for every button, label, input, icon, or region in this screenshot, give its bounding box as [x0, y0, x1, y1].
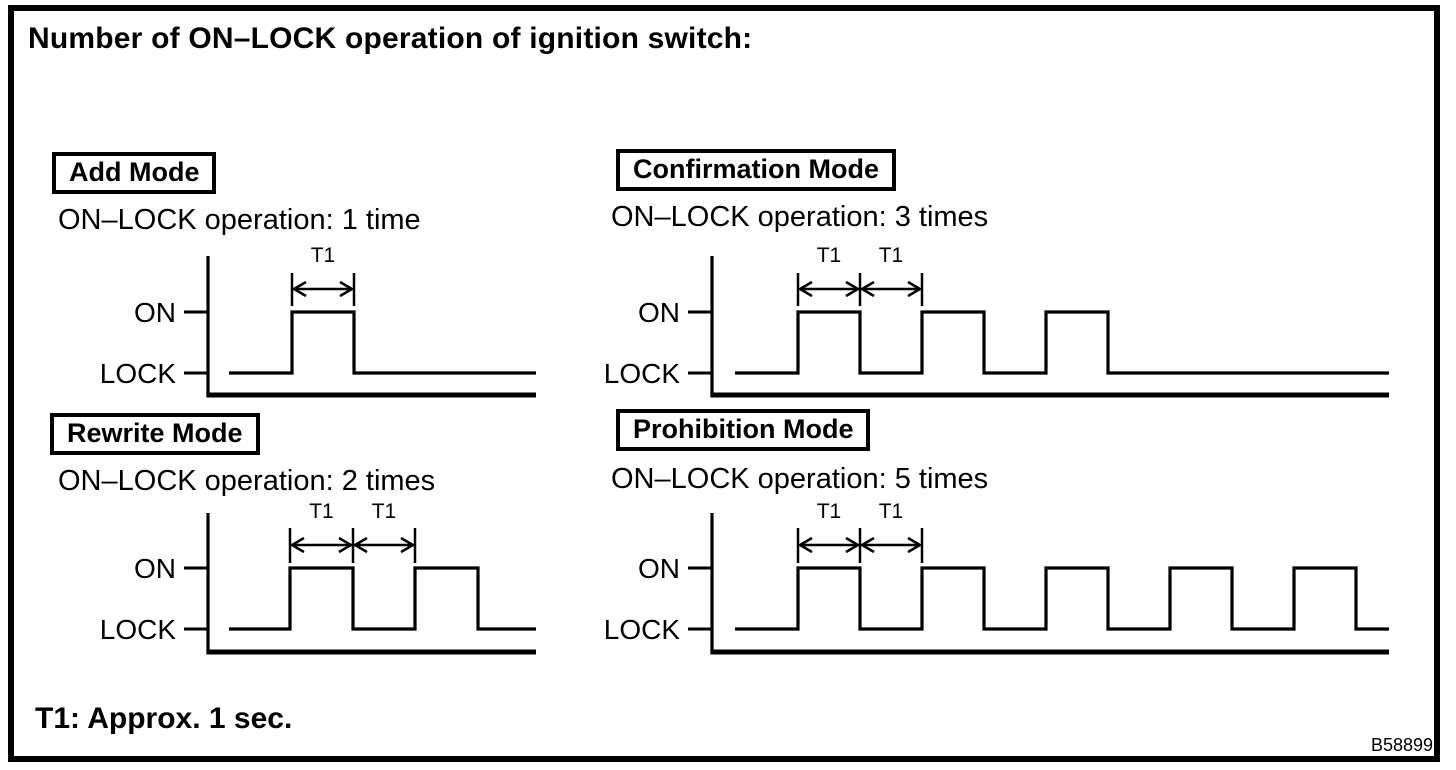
- rewrite-waveform: [229, 566, 536, 631]
- operation-text-rewrite: ON–LOCK operation: 2 times: [58, 465, 436, 497]
- confirmation-t1-arrowhead-right: [845, 280, 861, 298]
- confirmation-t1-label: T1: [817, 244, 842, 267]
- prohibition-t1-arrowhead-left: [797, 536, 813, 554]
- add-on-label: ON: [134, 297, 176, 328]
- mode-label-prohibition: Prohibition Mode: [633, 414, 854, 444]
- mode-box-add: Add Mode: [52, 152, 217, 194]
- mode-box-confirmation: Confirmation Mode: [616, 149, 896, 191]
- t1-duration-note: T1: Approx. 1 sec.: [35, 702, 293, 735]
- figure-title: Number of ON–LOCK operation of ignition …: [28, 22, 753, 55]
- rewrite-t1-arrowhead-right: [338, 536, 354, 554]
- figure-code: B58899: [1370, 735, 1433, 755]
- mode-label-add: Add Mode: [69, 157, 200, 187]
- prohibition-t1-arrowhead-right: [845, 536, 861, 554]
- operation-text-add: ON–LOCK operation: 1 time: [58, 204, 421, 236]
- rewrite-t1-arrowhead-right: [400, 536, 416, 554]
- figure-frame: [8, 5, 1440, 762]
- rewrite-t1-arrowhead-left: [352, 536, 368, 554]
- confirmation-lock-label: LOCK: [604, 358, 681, 389]
- mode-box-prohibition: Prohibition Mode: [616, 409, 871, 451]
- rewrite-timing-diagram: ON LOCK T1 T1: [100, 500, 536, 655]
- confirmation-timing-diagram: ON LOCK T1 T1: [604, 244, 1389, 398]
- add-lock-label: LOCK: [100, 358, 177, 389]
- rewrite-t1-arrowhead-left: [289, 536, 305, 554]
- mode-label-rewrite: Rewrite Mode: [67, 418, 243, 448]
- prohibition-t1-arrowhead-left: [859, 536, 875, 554]
- mode-box-rewrite: Rewrite Mode: [50, 413, 260, 455]
- confirmation-t1-arrowhead-right: [907, 280, 923, 298]
- operation-text-prohibition: ON–LOCK operation: 5 times: [611, 463, 989, 495]
- prohibition-on-label: ON: [638, 553, 680, 584]
- add-t1-label: T1: [311, 244, 336, 267]
- confirmation-t1-arrowhead-left: [797, 280, 813, 298]
- prohibition-timing-diagram: ON LOCK T1 T1: [604, 500, 1389, 655]
- prohibition-t1-arrowhead-right: [907, 536, 923, 554]
- prohibition-waveform: [735, 566, 1389, 631]
- confirmation-waveform: [735, 310, 1389, 375]
- operation-text-confirmation: ON–LOCK operation: 3 times: [611, 201, 989, 233]
- prohibition-lock-label: LOCK: [604, 614, 681, 645]
- rewrite-lock-label: LOCK: [100, 614, 177, 645]
- confirmation-t1-arrowhead-left: [859, 280, 875, 298]
- confirmation-on-label: ON: [638, 297, 680, 328]
- add-t1-arrowhead-right: [339, 280, 355, 298]
- rewrite-t1-label: T1: [372, 500, 397, 523]
- confirmation-t1-label: T1: [879, 244, 904, 267]
- prohibition-t1-label: T1: [879, 500, 904, 523]
- add-timing-diagram: ON LOCK T1: [100, 244, 536, 398]
- mode-label-confirmation: Confirmation Mode: [633, 154, 879, 184]
- prohibition-t1-label: T1: [817, 500, 842, 523]
- rewrite-on-label: ON: [134, 553, 176, 584]
- add-waveform: [229, 310, 536, 375]
- rewrite-t1-label: T1: [309, 500, 334, 523]
- add-t1-arrowhead-left: [291, 280, 307, 298]
